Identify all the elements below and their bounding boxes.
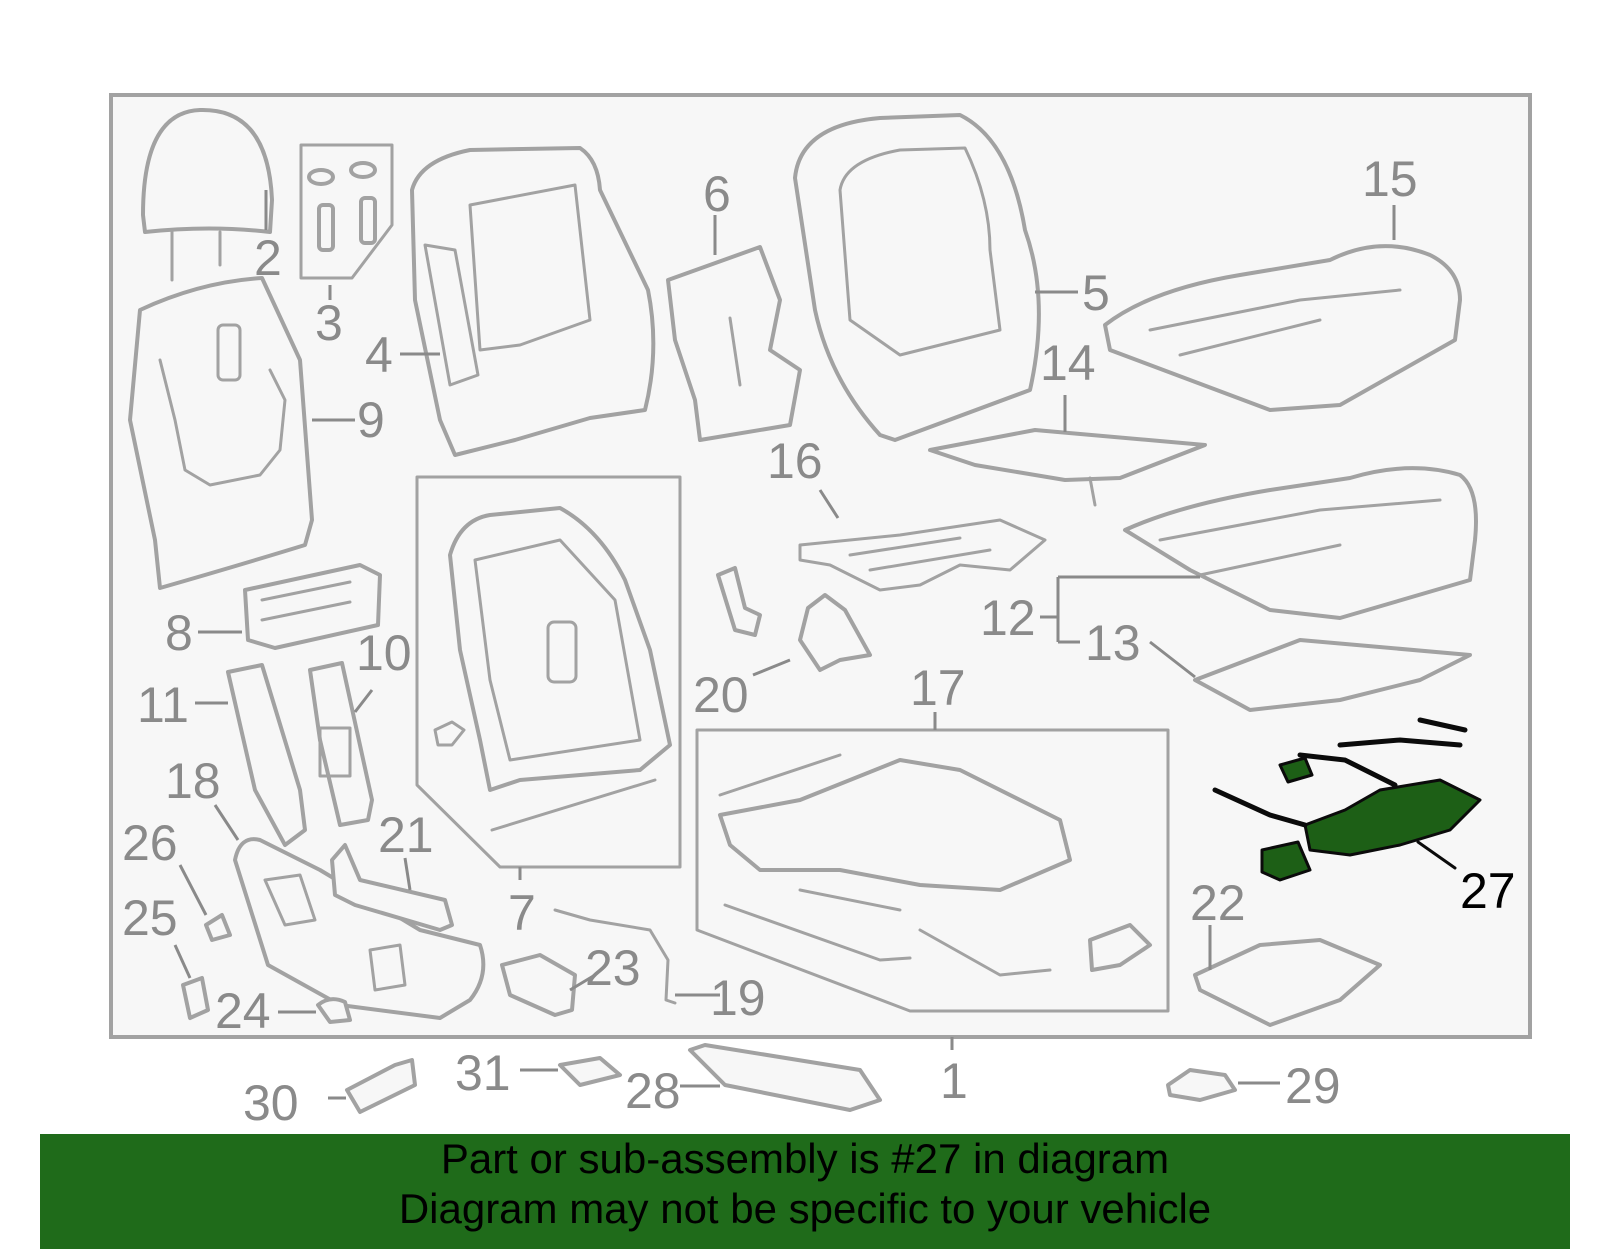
callout-27-highlighted: 27 [1460, 863, 1516, 919]
callout-8: 8 [165, 605, 193, 661]
callout-16: 16 [767, 433, 823, 489]
part-switch-knob-26 [204, 913, 232, 942]
banner-line-part-number: Part or sub-assembly is #27 in diagram [440, 1135, 1170, 1182]
part-cable [553, 908, 677, 1005]
part-lumbar-pad [666, 245, 802, 442]
callout-21: 21 [378, 807, 434, 863]
part-side-shield [233, 837, 486, 1020]
part-cable-bracket [500, 953, 577, 1017]
part-seatback-panel [128, 276, 314, 590]
callout-12: 12 [980, 590, 1036, 646]
callout-2: 2 [254, 230, 282, 286]
callout-14: 14 [1040, 335, 1096, 391]
part-inner-trim [330, 843, 454, 932]
part-29 [1166, 1068, 1237, 1102]
part-seat-cushion-cover [1103, 244, 1462, 412]
part-switch-knob-25 [181, 976, 210, 1020]
part-side-trim [226, 663, 307, 847]
part-seatback-rear-panel [410, 146, 656, 457]
info-banner: Part or sub-assembly is #27 in diagram D… [40, 1134, 1570, 1249]
callout-23: 23 [585, 940, 641, 996]
part-seatback-frame [433, 506, 672, 832]
callout-28: 28 [625, 1063, 681, 1119]
callout-10: 10 [356, 625, 412, 681]
sub-assembly-box-17 [695, 728, 1170, 1013]
part-side-bolster [308, 661, 374, 827]
callout-20: 20 [693, 667, 749, 723]
callout-5: 5 [1082, 265, 1110, 321]
leader-lines [173, 190, 1457, 1100]
sub-assembly-box-7 [415, 475, 682, 869]
part-31 [558, 1056, 622, 1087]
part-heater-mat [928, 428, 1207, 507]
callout-19: 19 [710, 970, 766, 1026]
callout-18: 18 [165, 753, 221, 809]
part-seat-cushion [1123, 466, 1478, 620]
part-switch-knob-24 [316, 997, 352, 1024]
part-control-module [243, 563, 382, 650]
part-cushion-pan [1193, 638, 1472, 712]
part-seat-adjuster [718, 753, 1152, 977]
part-28 [688, 1043, 882, 1112]
callout-22: 22 [1190, 875, 1246, 931]
part-30 [345, 1058, 417, 1114]
part-seat-base-bracket [1193, 938, 1382, 1027]
callout-4: 4 [365, 327, 393, 383]
callout-29: 29 [1285, 1058, 1341, 1114]
callout-25: 25 [122, 890, 178, 946]
callout-1: 1 [940, 1053, 968, 1109]
callout-9: 9 [357, 392, 385, 448]
part-spring-mat [798, 518, 1047, 592]
callout-13: 13 [1085, 615, 1141, 671]
part-seatback-cushion [793, 113, 1041, 442]
callout-3: 3 [315, 295, 343, 351]
part-recliner-cover [798, 593, 872, 672]
callout-24: 24 [215, 983, 271, 1039]
part-27-wiring-harness-highlighted [1212, 717, 1482, 882]
callout-26: 26 [122, 815, 178, 871]
callout-7: 7 [508, 885, 536, 941]
callout-31: 31 [455, 1045, 511, 1101]
callout-17: 17 [910, 660, 966, 716]
part-headrest [141, 107, 274, 282]
callout-30: 30 [243, 1075, 299, 1131]
banner-line-disclaimer: Diagram may not be specific to your vehi… [398, 1185, 1212, 1232]
callout-6: 6 [703, 166, 731, 222]
callout-15: 15 [1362, 151, 1418, 207]
callout-11: 11 [137, 677, 189, 733]
part-headrest-guides [307, 161, 377, 252]
callout-labels: 2 3 4 9 6 5 15 14 16 12 13 8 11 10 20 17… [122, 151, 1516, 1131]
part-small-bracket [716, 566, 762, 637]
sub-assembly-box-3 [299, 143, 394, 280]
